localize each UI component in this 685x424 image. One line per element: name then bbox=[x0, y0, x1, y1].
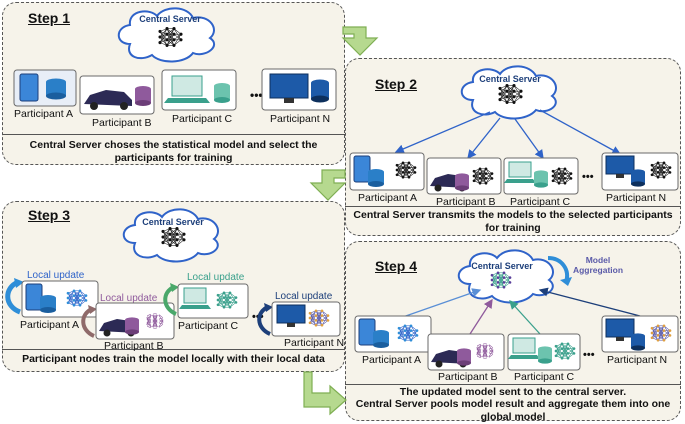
participant-n-label: Participant N bbox=[606, 192, 667, 204]
participant-a-label: Participant A bbox=[358, 192, 417, 204]
step3-title: Step 3 bbox=[28, 207, 71, 223]
step2-divider bbox=[345, 206, 681, 207]
step-arrow-icon bbox=[303, 371, 347, 416]
step4-caption-line2: Central Server pools model result and ag… bbox=[355, 398, 671, 423]
step4-caption-line1: The updated model sent to the central se… bbox=[399, 386, 627, 398]
step1-divider bbox=[2, 134, 345, 135]
participant-a-label: Participant A bbox=[14, 108, 73, 120]
participant-b-label: Participant B bbox=[104, 340, 164, 352]
step3-caption: Participant nodes train the model locall… bbox=[22, 353, 325, 365]
step2-caption: Central Server transmits the models to t… bbox=[353, 209, 673, 234]
participant-c-label: Participant C bbox=[178, 320, 239, 332]
participant-b-label: Participant B bbox=[92, 117, 152, 129]
participant-c-label: Participant C bbox=[172, 113, 233, 125]
participant-c-label: Participant C bbox=[514, 371, 575, 383]
participant-b-label: Participant B bbox=[438, 371, 498, 383]
participant-n-label: Participant N bbox=[284, 337, 345, 349]
participant-n-label: Participant N bbox=[270, 113, 331, 125]
participant-a-label: Participant A bbox=[20, 319, 79, 331]
participant-c-label: Participant C bbox=[510, 196, 571, 208]
step-arrow-icon bbox=[309, 169, 347, 201]
participant-b-label: Participant B bbox=[436, 196, 496, 208]
step-arrow-icon bbox=[341, 26, 379, 56]
participant-a-label: Participant A bbox=[362, 354, 421, 366]
step1-title: Step 1 bbox=[28, 10, 71, 26]
participant-n-label: Participant N bbox=[607, 354, 668, 366]
step3-divider bbox=[2, 349, 345, 350]
step4-title: Step 4 bbox=[375, 258, 418, 274]
step2-title: Step 2 bbox=[375, 76, 418, 92]
step4-divider bbox=[345, 384, 681, 385]
step1-caption: Central Server choses the statistical mo… bbox=[29, 139, 318, 164]
